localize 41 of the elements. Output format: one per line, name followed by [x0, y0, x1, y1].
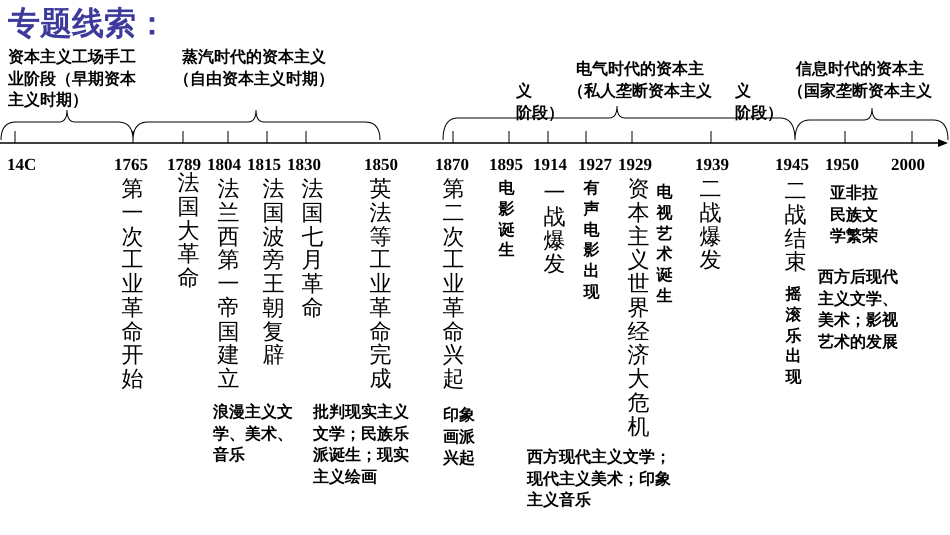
culture-note: 批判现实主义文学；民族乐派诞生；现实主义绘画 — [313, 401, 410, 488]
year-label: 1895 — [489, 154, 523, 176]
event-label: 有声电影出现 — [583, 178, 600, 303]
title: 专题线索： — [8, 3, 168, 44]
year-label: 1830 — [287, 154, 321, 176]
event-label: 一战爆发 — [543, 182, 566, 277]
culture-note: 亚非拉民族文学繁荣 — [830, 182, 879, 247]
year-label: 2000 — [891, 154, 925, 176]
year-label: 1945 — [775, 154, 809, 176]
year-label: 1804 — [207, 154, 241, 176]
event-label: 资本主义世界经济大危机 — [627, 178, 650, 440]
event-label: 第二次工业革命兴起 — [442, 178, 465, 392]
event-label: 第一次工业革命开始 — [121, 178, 144, 392]
period-label: 资本主义工场手工业阶段（早期资本主义时期） — [8, 46, 137, 111]
year-label: 1929 — [618, 154, 652, 176]
event-label: 法国大革命 — [177, 172, 200, 291]
year-label: 1914 — [533, 154, 567, 176]
year-label: 1927 — [578, 154, 612, 176]
year-label: 1765 — [114, 154, 148, 176]
event-label: 二战爆发 — [699, 178, 722, 273]
year-label: 1815 — [247, 154, 281, 176]
event-label: 法国波旁王朝复辟 — [262, 178, 285, 368]
period-label: 蒸汽时代的资本主义（自由资本主义时期） — [173, 46, 335, 90]
event-label: 法国七月革命 — [301, 178, 324, 320]
culture-note: 印象画派兴起 — [443, 404, 476, 469]
event-label: 法兰西第一帝国建立 — [217, 178, 240, 392]
period-label: 电气时代的资本主（私人垄断资本主义 — [567, 58, 713, 102]
event-label: 二战结束 — [784, 180, 807, 275]
period-label: 信息时代的资本主（国家垄断资本主义 — [787, 58, 933, 102]
event-label: 电影诞生 — [498, 178, 515, 262]
culture-note: 西方现代主义文学；现代主义美术；印象主义音乐 — [527, 446, 672, 511]
event-label: 摇滚乐出现 — [785, 284, 802, 388]
event-label: 英法等工业革命完成 — [369, 178, 392, 392]
year-label: 1850 — [364, 154, 398, 176]
year-label: 1950 — [825, 154, 859, 176]
year-label: 1870 — [435, 154, 469, 176]
culture-note: 浪漫主义文学、美术、音乐 — [213, 401, 294, 466]
year-label: 14C — [7, 154, 36, 176]
culture-note: 西方后现代主义文学、美术；影视艺术的发展 — [818, 266, 899, 352]
event-label: 电视艺术诞生 — [656, 182, 673, 307]
year-label: 1939 — [695, 154, 729, 176]
